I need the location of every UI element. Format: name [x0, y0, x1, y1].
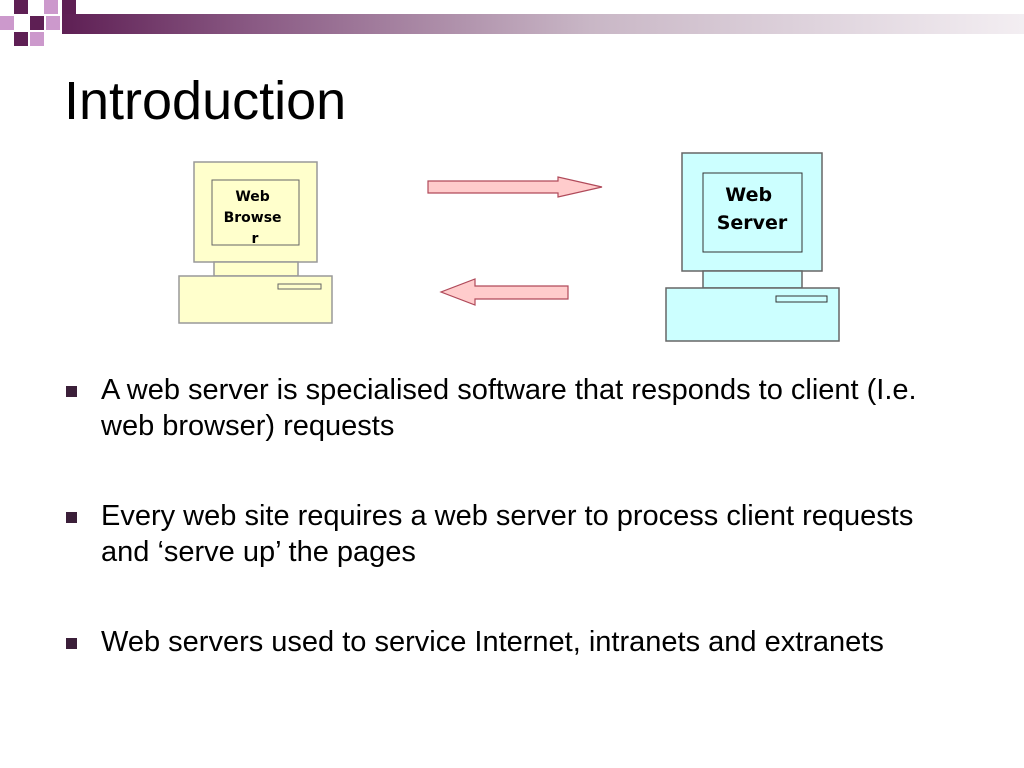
square-bullet-icon — [66, 638, 77, 649]
svg-text:Web Browse r: Web Browse r — [224, 189, 287, 247]
client-label-line: Web — [235, 189, 269, 205]
server-drive-slot — [775, 295, 828, 303]
decor-square — [30, 32, 44, 46]
bullet-item: Every web site requires a web server to … — [64, 498, 964, 570]
server-label-line: Server — [717, 212, 788, 234]
arrow-right-icon — [427, 176, 603, 198]
header-gradient-bar — [62, 14, 1024, 34]
bullet-item: A web server is specialised software tha… — [64, 372, 964, 444]
decor-square — [14, 32, 28, 46]
decor-square — [62, 0, 76, 14]
square-bullet-icon — [66, 512, 77, 523]
arrow-left-icon — [439, 278, 569, 306]
client-screen — [211, 179, 300, 246]
client-label-line: Browse — [224, 210, 282, 226]
server-label-line: Web — [725, 184, 772, 206]
client-stand — [213, 261, 299, 277]
bullet-text: A web server is specialised software tha… — [101, 374, 917, 442]
decor-square — [30, 16, 44, 30]
decor-square — [44, 0, 58, 14]
decor-square — [14, 0, 28, 14]
client-drive-slot — [277, 283, 322, 290]
client-server-diagram: Web Browse r Web Server — [178, 152, 840, 342]
web-browser-computer-icon: Web Browse r — [178, 161, 333, 324]
web-server-computer-icon: Web Server — [665, 152, 840, 342]
bullet-list: A web server is specialised software tha… — [64, 372, 964, 714]
server-stand — [702, 270, 803, 289]
decor-square — [0, 16, 14, 30]
decor-square — [46, 16, 60, 30]
client-label-line: r — [252, 231, 259, 247]
slide-title: Introduction — [64, 71, 347, 131]
client-base — [178, 275, 333, 324]
header-decoration — [0, 0, 1024, 48]
bullet-item: Web servers used to service Internet, in… — [64, 624, 964, 660]
svg-text:Web Server: Web Server — [717, 184, 788, 234]
square-bullet-icon — [66, 386, 77, 397]
bullet-text: Web servers used to service Internet, in… — [101, 626, 884, 658]
bullet-text: Every web site requires a web server to … — [101, 500, 914, 568]
server-screen — [702, 172, 803, 253]
